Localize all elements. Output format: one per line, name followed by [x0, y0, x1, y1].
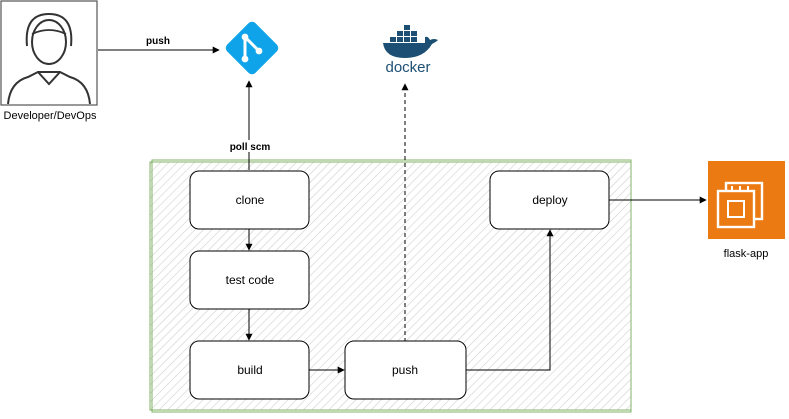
aws-label: flask-app — [724, 248, 769, 260]
step-test-code-label: test code — [226, 273, 275, 287]
developer-avatar-icon — [0, 0, 98, 106]
ec2-icon — [708, 161, 785, 239]
step-build-label: build — [237, 363, 262, 377]
edge-push-label: push — [146, 36, 170, 47]
step-push: push — [344, 340, 467, 400]
edge-push-to-deploy — [466, 229, 554, 371]
docker-icon — [383, 25, 438, 58]
docker-label: docker — [385, 59, 430, 76]
step-clone-label: clone — [236, 193, 265, 207]
step-deploy: deploy — [489, 170, 610, 230]
step-test-code: test code — [189, 250, 310, 310]
git-icon — [225, 21, 279, 75]
step-build: build — [189, 340, 310, 400]
edge-poll-scm-label: poll scm — [230, 142, 271, 153]
step-clone: clone — [189, 170, 310, 230]
step-deploy-label: deploy — [532, 193, 567, 207]
developer-label: Developer/DevOps — [4, 110, 97, 122]
poll-scm-label-bg — [228, 140, 272, 152]
step-push-label: push — [392, 363, 418, 377]
